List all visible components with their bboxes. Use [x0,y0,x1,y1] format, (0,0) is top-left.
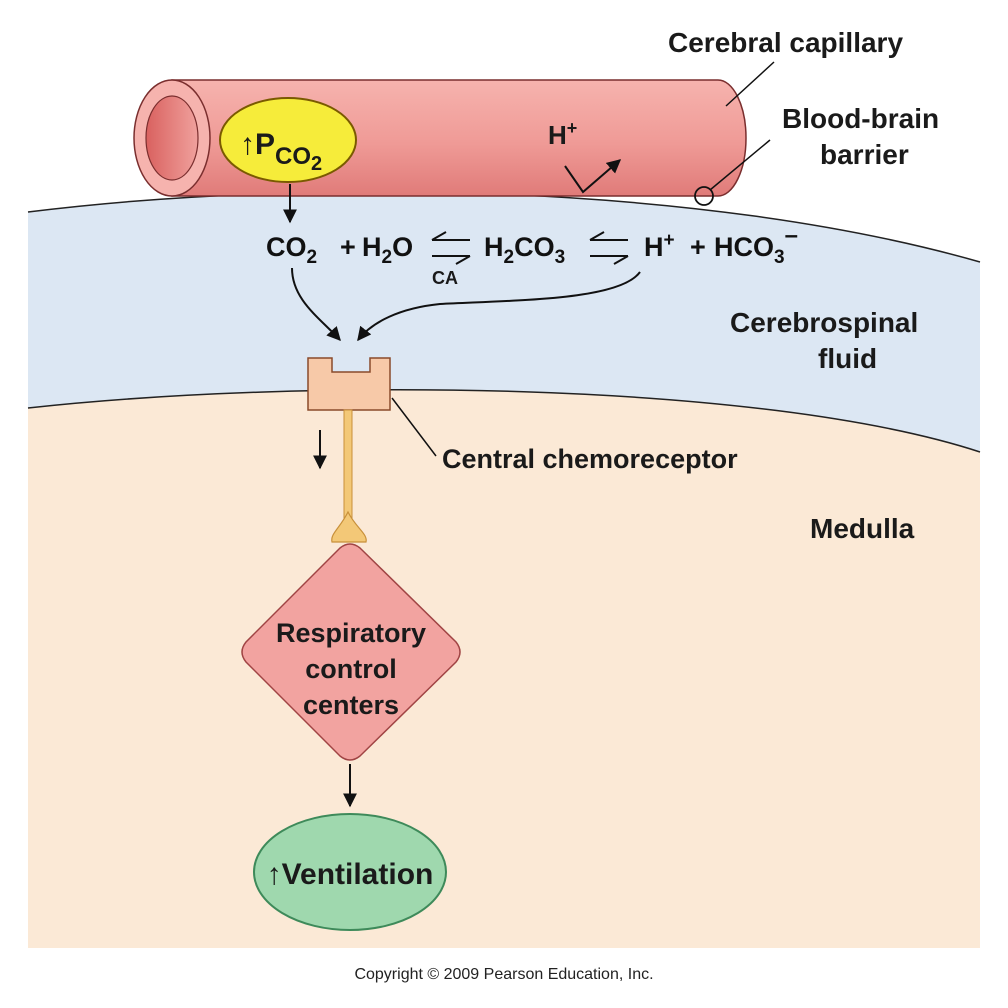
co2-to-receptor-arrow [291,267,341,342]
medulla-region [28,380,980,948]
respiratory-label-line3: centers [303,690,399,720]
equilibrium-arrow-1 [431,231,470,241]
equilibrium-arrow-2 [589,231,628,241]
capillary-h-plus: H+ [548,118,577,150]
svg-text:+: + [340,232,356,262]
ventilation-ellipse [253,813,447,931]
cerebral-capillary-leader [725,61,775,107]
svg-text:H2CO3: H2CO3 [484,232,565,268]
chemoreceptor-leader [391,397,437,457]
copyright-notice: Copyright © 2009 Pearson Education, Inc. [354,966,654,983]
cerebral-capillary-label: Cerebral capillary [668,27,903,58]
csf-region [28,191,980,453]
h-plus-to-receptor-arrow [357,271,641,342]
neuron-terminal [331,510,367,543]
pco2-label: ↑PCO2 [240,128,322,175]
csf-label-line1: Cerebrospinal [730,307,918,338]
bbb-label-line1: Blood-brain [782,103,939,134]
bbb-label-line2: barrier [820,139,909,170]
svg-text:H2O: H2O [362,232,413,268]
svg-text:HCO3–: HCO3– [714,222,798,268]
bbb-marker [694,186,714,206]
csf-bottom-border [27,389,981,453]
respiratory-label-line2: control [305,654,397,684]
central-chemoreceptor [307,357,391,411]
svg-text:+: + [690,232,706,262]
central-chemoreceptor-label: Central chemoreceptor [442,444,738,474]
respiratory-label-line1: Respiratory [276,618,426,648]
ventilation-label: ↑Ventilation [267,858,434,891]
carbonic-acid-equation: CO2 + H2O CA H2CO3 H+ + HCO3– [266,222,798,288]
bbb-leader [709,139,771,191]
svg-text:H+: H+ [644,230,675,262]
pco2-bubble [219,97,357,183]
respiratory-control-centers [241,543,461,761]
h-plus-diffusion-arrow [564,159,622,194]
svg-text:CO2: CO2 [266,232,317,268]
ca-label: CA [432,268,458,288]
neuron-axon [343,409,353,519]
medulla-label: Medulla [810,513,915,544]
csf-label-line2: fluid [818,343,877,374]
